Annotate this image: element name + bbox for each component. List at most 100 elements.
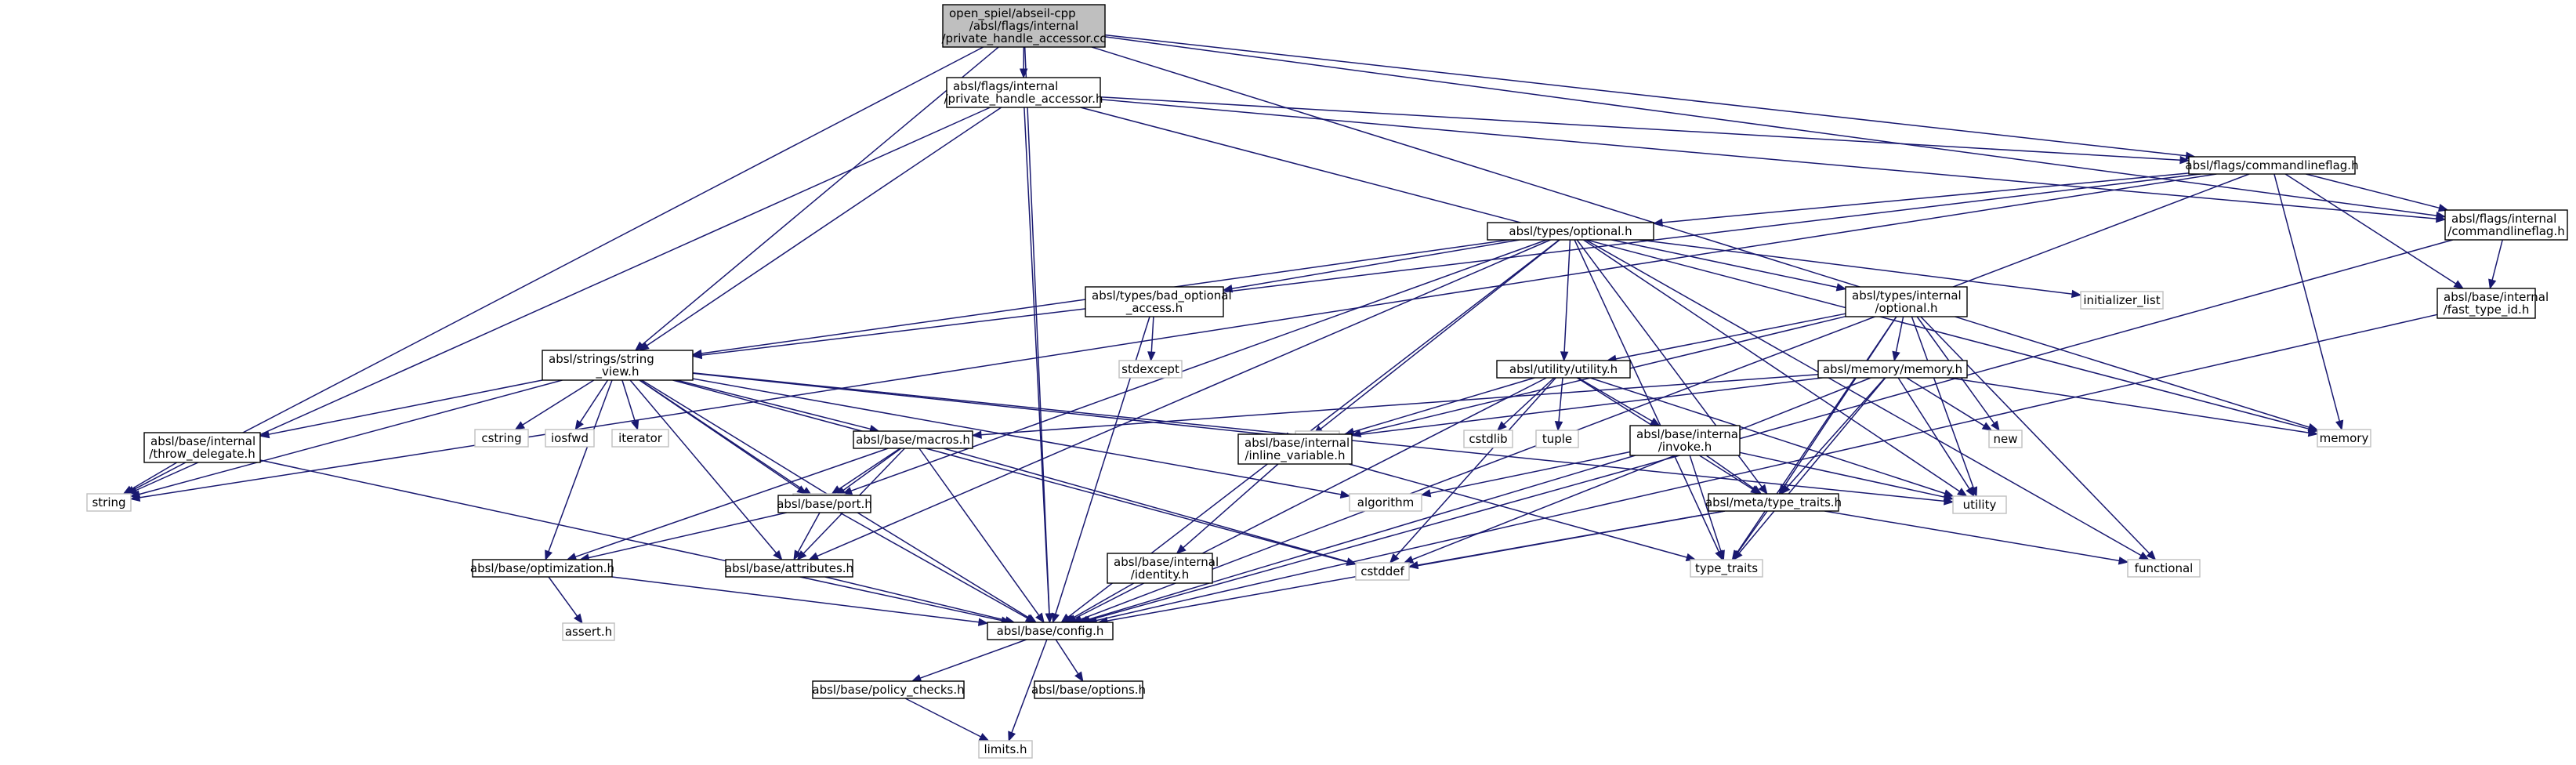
node-box[interactable] xyxy=(1034,680,1143,699)
node-label-line: absl/flags/commandlineflag.h xyxy=(2185,158,2358,172)
node-box[interactable] xyxy=(2444,209,2568,241)
node-label-line: stdexcept xyxy=(1121,362,1179,376)
edge-arrowhead xyxy=(1064,614,1075,623)
edge-string_view-to-iterator xyxy=(621,379,639,431)
edge-line xyxy=(2284,173,2457,285)
node-box[interactable] xyxy=(542,350,694,381)
node-box[interactable] xyxy=(2437,288,2536,319)
edge-arrowhead xyxy=(1222,284,1234,293)
node-box xyxy=(1355,562,1410,581)
edge-invoke-to-config xyxy=(1078,455,1636,624)
node-label-line: absl/base/options.h xyxy=(1031,683,1146,697)
edge-line xyxy=(1739,451,1945,498)
edge-line xyxy=(621,379,636,422)
edge-line xyxy=(1100,99,2437,219)
edge-line xyxy=(1091,46,2310,428)
node-int_optional[interactable]: absl/types/internal/optional.h xyxy=(1845,286,1968,317)
edge-string_view-to-optimization xyxy=(545,379,613,561)
edge-line xyxy=(1585,239,2142,557)
node-box[interactable] xyxy=(853,430,973,449)
edge-memory_h-to-memory xyxy=(1948,377,2319,437)
edge-arrowhead xyxy=(574,613,583,625)
node-box[interactable] xyxy=(1496,360,1631,379)
node-label-line: assert.h xyxy=(565,625,612,639)
node-root[interactable]: open_spiel/abseil-cpp/absl/flags/interna… xyxy=(942,4,1107,48)
node-box xyxy=(611,429,669,448)
edge-line xyxy=(2306,173,2440,209)
edge-policy-to-limits_h xyxy=(904,698,990,741)
node-box[interactable] xyxy=(472,559,613,578)
node-box[interactable] xyxy=(1817,360,1968,379)
node-box[interactable] xyxy=(812,680,965,699)
edge-line xyxy=(817,239,1551,557)
node-throw_del[interactable]: absl/base/internal/throw_delegate.h xyxy=(143,432,261,463)
node-box[interactable] xyxy=(725,559,853,578)
node-pha_h[interactable]: absl/flags/internal/private_handle_acces… xyxy=(944,77,1103,108)
node-int_cmdflag[interactable]: absl/flags/internal/commandlineflag.h xyxy=(2444,209,2568,241)
edge-arrowhead xyxy=(1024,614,1036,623)
node-config[interactable]: absl/base/config.h xyxy=(987,622,1114,640)
edge-type_traits_h-to-type_traits xyxy=(1732,510,1768,561)
node-invoke[interactable]: absl/base/internal/invoke.h xyxy=(1629,425,1741,456)
edge-string_view-to-iosfwd xyxy=(574,379,609,431)
node-memory_h[interactable]: absl/memory/memory.h xyxy=(1817,360,1968,379)
node-box[interactable] xyxy=(1708,493,1839,512)
node-optional[interactable]: absl/types/optional.h xyxy=(1487,222,1654,241)
edge-line xyxy=(611,576,980,623)
node-label-line: limits.h xyxy=(984,742,1027,756)
edge-int_cmdflag-to-config xyxy=(1080,239,2454,624)
edge-line xyxy=(1231,239,1520,289)
edge-line xyxy=(646,107,1002,346)
node-attributes[interactable]: absl/base/attributes.h xyxy=(725,559,853,578)
edge-line xyxy=(136,107,991,491)
edge-line xyxy=(918,448,1040,616)
edge-line xyxy=(588,512,787,559)
node-label-line: new xyxy=(1993,432,2017,446)
node-cmdflag[interactable]: absl/flags/commandlineflag.h xyxy=(2185,156,2359,175)
node-label-line: absl/meta/type_traits.h xyxy=(1705,495,1842,510)
node-optimization[interactable]: absl/base/optimization.h xyxy=(470,559,614,578)
node-stdexcept: stdexcept xyxy=(1118,360,1183,379)
edge-arrowhead xyxy=(1943,492,1955,502)
node-box[interactable] xyxy=(143,432,261,463)
node-box[interactable] xyxy=(942,4,1106,48)
node-box[interactable] xyxy=(987,622,1114,640)
node-box[interactable] xyxy=(1107,553,1213,584)
edge-line xyxy=(1503,377,1555,426)
edge-line xyxy=(1639,239,2073,295)
node-box xyxy=(1952,495,2007,514)
node-utility_h[interactable]: absl/utility/utility.h xyxy=(1496,360,1631,379)
node-bad_opt[interactable]: absl/types/bad_optional_access.h xyxy=(1085,286,1232,317)
node-init_list: initializer_list xyxy=(2080,291,2164,310)
node-port[interactable]: absl/base/port.h xyxy=(777,495,872,513)
edge-arrowhead xyxy=(631,419,639,431)
node-box[interactable] xyxy=(1237,433,1353,465)
edge-string_view-to-algorithm xyxy=(692,378,1351,499)
node-assert_h: assert.h xyxy=(562,622,615,641)
node-box[interactable] xyxy=(1845,286,1968,317)
node-box[interactable] xyxy=(1085,286,1224,317)
node-label-line: absl/base/internal xyxy=(1245,436,1350,450)
node-options[interactable]: absl/base/options.h xyxy=(1031,680,1146,699)
node-type_traits_h[interactable]: absl/meta/type_traits.h xyxy=(1705,493,1842,512)
edge-arrowhead xyxy=(1892,350,1900,362)
node-algorithm: algorithm xyxy=(1349,493,1422,512)
node-box[interactable] xyxy=(777,495,871,513)
edge-arrowhead xyxy=(634,341,645,351)
node-box[interactable] xyxy=(1629,425,1741,456)
node-label-line: algorithm xyxy=(1357,495,1414,509)
edge-type_traits_h-to-functional xyxy=(1824,510,2129,565)
node-inline_var[interactable]: absl/base/internal/inline_variable.h xyxy=(1237,433,1353,465)
node-label-line: /private_handle_accessor.h xyxy=(944,92,1103,107)
node-string_view[interactable]: absl/strings/string_view.h xyxy=(542,350,694,381)
node-box[interactable] xyxy=(1487,222,1654,241)
node-policy[interactable]: absl/base/policy_checks.h xyxy=(812,680,965,699)
node-identity[interactable]: absl/base/internal/identity.h xyxy=(1107,553,1219,584)
node-macros[interactable]: absl/base/macros.h xyxy=(853,430,973,449)
node-box[interactable] xyxy=(946,77,1101,108)
edge-identity-to-config xyxy=(1064,582,1135,623)
edge-arrowhead xyxy=(977,618,989,626)
node-fast_type_id[interactable]: absl/base/internal/fast_type_id.h xyxy=(2437,288,2549,319)
node-box[interactable] xyxy=(2188,156,2356,175)
edge-cmdflag-to-string xyxy=(129,173,2217,502)
